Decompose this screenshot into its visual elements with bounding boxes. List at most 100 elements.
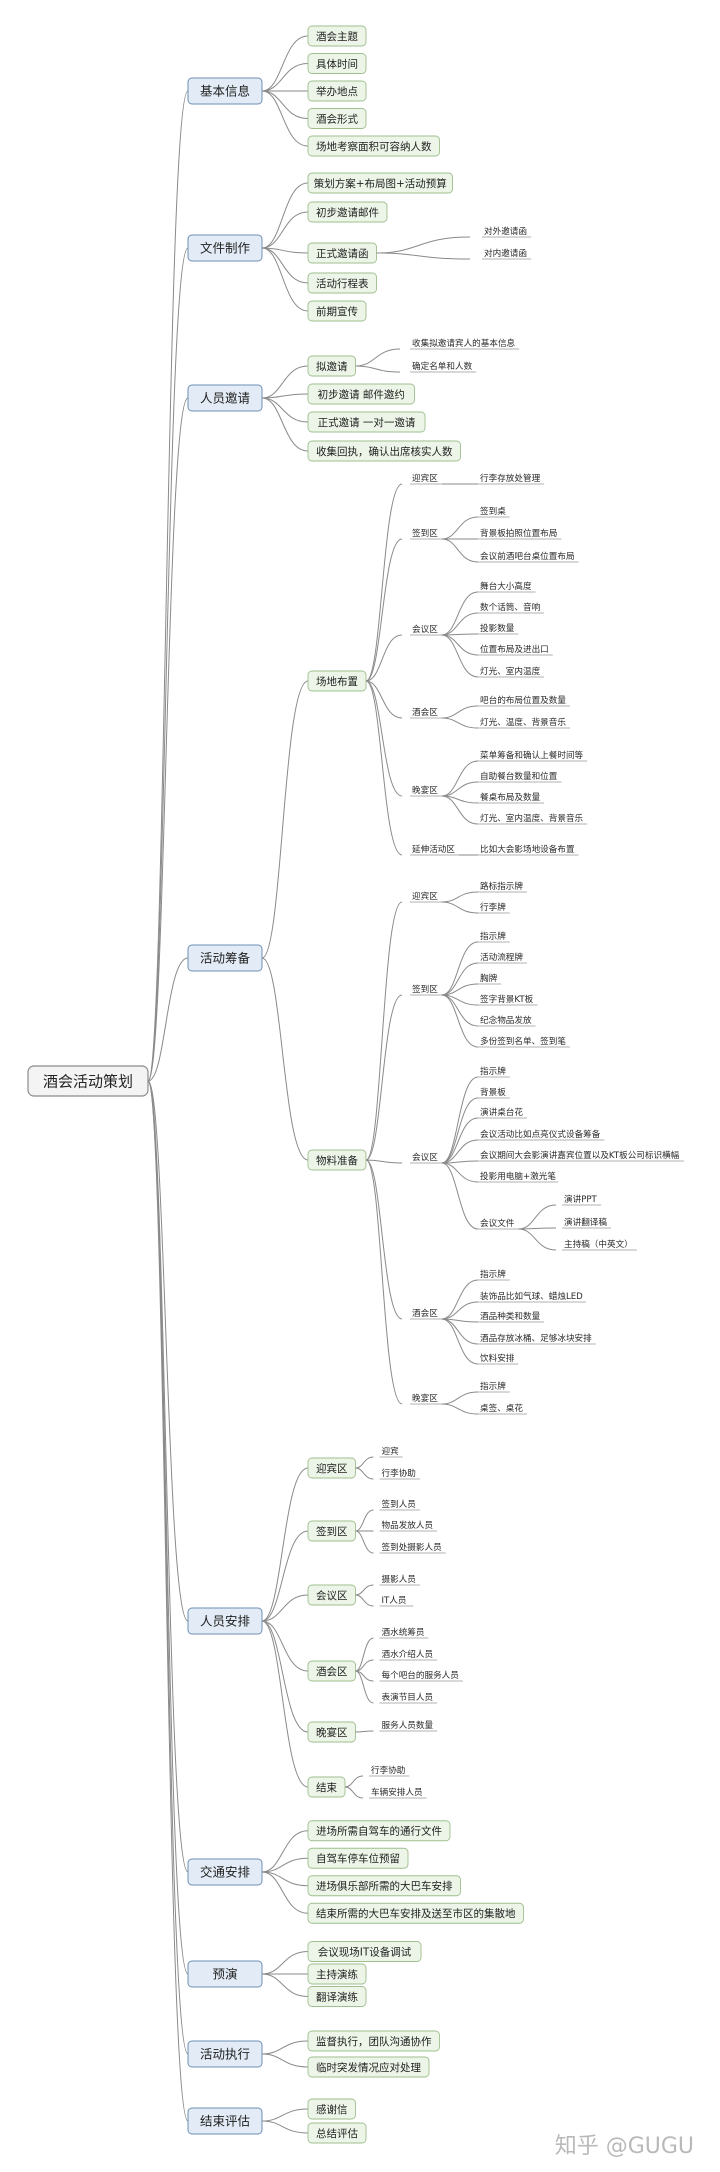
staff-item-2-1-label: 签到人员: [382, 1498, 417, 1510]
prep-area-1-2-label: 签到区: [412, 527, 438, 539]
doc-item-2-label: 初步邀请邮件: [316, 206, 379, 219]
prep-area-2-2: 签到区: [410, 983, 442, 996]
prep-item-2-2-1: 指示牌: [478, 930, 510, 943]
connector-line: [441, 591, 479, 636]
doc-item-2: 初步邀请邮件: [307, 201, 388, 223]
connector-line: [261, 957, 309, 1161]
connector-line: [441, 516, 479, 540]
staff-item-4-4: 表演节目人员: [379, 1691, 438, 1704]
connector-line: [261, 35, 309, 92]
root-connector: [147, 1080, 189, 1622]
staff-item-5-1: 服务人员数量: [379, 1719, 438, 1732]
prep-item-2-2-3: 胸牌: [478, 972, 502, 985]
staff-area-2-label: 签到区: [316, 1525, 348, 1538]
section-4-label: 活动筹备: [200, 951, 251, 966]
section-6-label: 交通安排: [200, 1865, 251, 1880]
staff-item-3-2-label: IT人员: [382, 1595, 407, 1606]
staff-item-4-1-label: 酒水统筹员: [382, 1626, 425, 1638]
connector-line: [518, 1204, 557, 1230]
root-connector: [147, 1080, 189, 2122]
connector-line: [261, 2053, 309, 2068]
meeting-doc-2-label: 演讲翻译稿: [564, 1216, 607, 1228]
staff-area-6: 结束: [307, 1776, 346, 1798]
section-9-item-2: 总结评估: [307, 2122, 367, 2144]
prep-item-2-4-1: 指示牌: [478, 1268, 510, 1281]
prep-item-2-4-5: 饮料安排: [478, 1352, 519, 1365]
prep-item-1-2-3-label: 会议前酒吧台桌位置布局: [480, 550, 575, 562]
prep-item-2-4-2-label: 装饰品比如气球、蜡烛LED: [480, 1290, 583, 1302]
connector-line: [441, 717, 479, 729]
prep-item-1-2-2: 背景板拍照位置布局: [478, 527, 562, 540]
prep-item-1-4-1: 吧台的布局位置及数量: [478, 694, 570, 707]
section-2-label: 文件制作: [200, 241, 251, 256]
invite-letter-2-label: 对内邀请函: [484, 247, 527, 259]
connector-line: [441, 760, 479, 797]
prep-item-1-3-1: 舞台大小高度: [478, 580, 536, 593]
section-4: 活动筹备: [187, 944, 263, 972]
prep-area-2-3: 会议区: [410, 1151, 442, 1164]
doc-item-3-label: 正式邀请函: [316, 247, 369, 260]
connector-line: [441, 634, 479, 656]
connector-line: [441, 1162, 479, 1183]
connector-line: [261, 211, 309, 249]
root-connector: [147, 397, 189, 1082]
connector-line: [441, 1279, 479, 1320]
root-node-label: 酒会活动策划: [43, 1072, 133, 1090]
section-6-item-2: 自驾车停车位预留: [307, 1847, 409, 1869]
section-7-item-3-label: 翻译演练: [316, 1990, 358, 2003]
prep-group-1: 场地布置: [307, 670, 367, 692]
connector-line: [261, 182, 309, 249]
prep-item-2-5-2-label: 桌签、桌花: [480, 1402, 523, 1414]
connector-line: [355, 1456, 374, 1469]
connector-line: [441, 795, 479, 825]
connector-line: [261, 365, 309, 399]
invite-item-2: 初步邀请 邮件邀约: [307, 383, 415, 405]
prep-area-2-5-label: 晚宴区: [412, 1392, 438, 1404]
connector-line: [261, 2108, 309, 2122]
staff-item-4-4-label: 表演节目人员: [382, 1691, 434, 1703]
connector-line: [365, 1159, 403, 1320]
prep-item-2-3-3: 演讲桌台花: [478, 1106, 527, 1119]
root-node: 酒会活动策划: [27, 1065, 149, 1097]
connector-line: [261, 1871, 309, 1914]
section-9-item-1: 感谢信: [307, 2098, 356, 2120]
prep-area-1-5: 晚宴区: [410, 784, 442, 797]
prep-item-2-4-4-label: 酒品存放冰桶、足够冰块安排: [480, 1332, 592, 1344]
staff-item-2-3-label: 签到处摄影人员: [382, 1541, 443, 1553]
connector-line: [261, 63, 309, 92]
section-2: 文件制作: [187, 234, 263, 262]
connector-line: [261, 2120, 309, 2134]
connector-line: [441, 1139, 479, 1164]
prep-item-1-5-2: 自助餐台数量和位置: [478, 770, 562, 783]
prep-item-1-2-2-label: 背景板拍照位置布局: [480, 527, 557, 539]
invite-item-1: 拟邀请: [307, 355, 356, 377]
staff-area-5: 晚宴区: [307, 1721, 356, 1743]
prep-item-1-1-1-label: 行李存放处管理: [480, 472, 541, 484]
invite-item-3: 正式邀请 一对一邀请: [307, 411, 426, 433]
doc-item-1-label: 策划方案+布局图+活动预算: [314, 177, 447, 190]
prep-item-2-2-1-label: 指示牌: [480, 930, 506, 942]
staff-item-1-1: 迎宾: [379, 1445, 403, 1458]
prep-item-2-4-1-label: 指示牌: [480, 1268, 506, 1280]
connector-line: [355, 1530, 374, 1554]
connector-line: [261, 1951, 309, 1975]
staff-area-6-label: 结束: [316, 1781, 337, 1794]
section-8-item-2: 临时突发情况应对处理: [307, 2056, 430, 2078]
meeting-doc-2: 演讲翻译稿: [562, 1216, 611, 1229]
invite-sub-2-label: 确定名单和人数: [412, 360, 473, 372]
meeting-doc-1-label: 演讲PPT: [564, 1193, 598, 1205]
connector-line: [441, 994, 479, 1027]
connector-line: [365, 901, 403, 1161]
prep-item-1-2-3: 会议前酒吧台桌位置布局: [478, 550, 579, 563]
staff-area-5-label: 晚宴区: [316, 1726, 348, 1739]
section-1-item-4: 酒会形式: [307, 108, 367, 129]
invite-letter-1: 对外邀请函: [482, 225, 531, 238]
prep-area-2-2-label: 签到区: [412, 983, 438, 995]
prep-item-1-2-1-label: 签到桌: [480, 505, 506, 517]
connector-line: [365, 1159, 403, 1164]
prep-area-1-4-label: 酒会区: [412, 706, 438, 718]
connector-line: [355, 1467, 374, 1480]
section-9-item-2-label: 总结评估: [316, 2127, 358, 2140]
staff-item-3-1: 摄影人员: [379, 1573, 420, 1586]
invite-sub-2: 确定名单和人数: [410, 360, 477, 373]
